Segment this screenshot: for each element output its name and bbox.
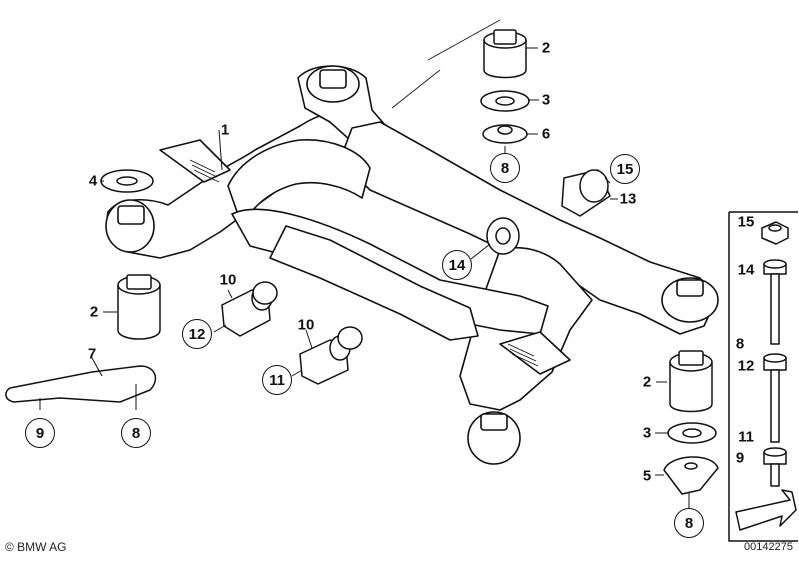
plate-top [482,124,528,144]
callout-5: 5 [642,467,652,485]
callout-8-bottom: 8 [674,508,704,538]
legend-num-8: 8 [735,335,745,353]
legend-num-9: 9 [735,449,745,467]
callout-10-lower: 10 [297,316,315,334]
long-bolt-icon [763,259,787,345]
callout-8-top: 8 [490,153,520,183]
bushing-lower-carrier [337,326,363,350]
rubber-mount-13 [561,169,611,217]
callout-13: 13 [619,190,637,208]
callout-14: 14 [442,250,472,280]
callout-2-top: 2 [541,39,551,57]
callout-1: 1 [220,121,230,139]
copyright: © BMW AG [5,540,67,554]
carrier-right-rail [339,121,717,335]
callout-7: 7 [87,345,97,363]
washer-top [480,90,530,112]
callout-15: 15 [610,154,640,184]
bracket-left [159,139,231,183]
direction-arrow-icon [735,489,797,531]
carrier-lower-tube [269,225,479,341]
carrier-front-crosstube [227,139,371,227]
callout-6: 6 [541,125,551,143]
callout-11: 11 [262,365,292,395]
mount-14 [486,217,520,255]
callout-2-right: 2 [642,373,652,391]
bolt-12-icon [763,353,787,443]
callout-8-left: 8 [121,418,151,448]
callout-10-upper: 10 [219,271,237,289]
bracket-right [499,331,571,375]
drawing-number: 00142275 [744,541,793,553]
callout-2-left: 2 [89,303,99,321]
short-bolt-icon [763,447,787,487]
stiffening-plate [5,365,157,403]
legend-num-11: 11 [738,428,754,446]
callout-12: 12 [182,319,212,349]
legend-frame [728,211,798,542]
legend-num-14: 14 [737,261,755,279]
rubber-mount-left [117,274,161,340]
mount-tower-right [661,277,719,323]
legend-num-12: 12 [737,357,755,375]
rubber-mount-top [483,29,527,79]
washer-left [100,169,154,193]
washer-right [667,422,717,444]
bushing-upper-carrier [252,281,278,305]
bracket-plate-5 [663,456,719,495]
legend-num-15: 15 [737,213,755,231]
rubber-mount-right [669,350,713,413]
callout-4: 4 [88,172,98,190]
callout-9: 9 [25,418,55,448]
callout-3-top: 3 [541,91,551,109]
callout-3-right: 3 [642,424,652,442]
